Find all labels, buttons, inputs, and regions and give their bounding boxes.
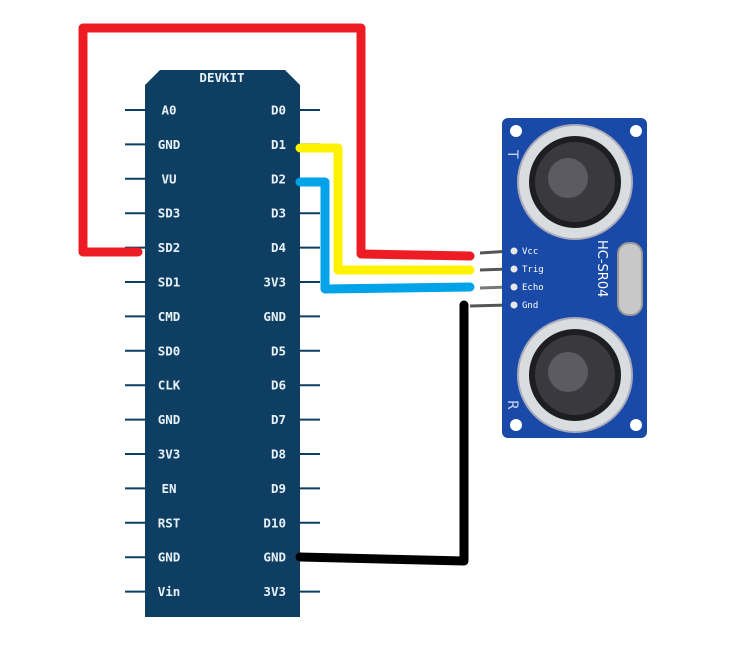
mounting-hole [630, 125, 642, 137]
right-pin-label: D4 [271, 240, 286, 255]
right-pin-label: D8 [271, 447, 286, 462]
echo-wire [295, 177, 475, 294]
sensor-pin-label: Echo [522, 283, 544, 293]
right-pin-label: D3 [271, 206, 286, 221]
sensor-name: HC-SR04 [594, 240, 609, 297]
right-pin-label: D7 [271, 412, 286, 427]
left-pin-label: GND [158, 137, 181, 152]
mounting-hole [630, 419, 642, 431]
left-pin-label: Vin [158, 584, 181, 599]
wires [78, 23, 475, 566]
sensor-pin-pad [510, 247, 518, 255]
sensor-pin-pad [510, 301, 518, 309]
left-pin-label: SD0 [158, 343, 181, 358]
right-pin-label: GND [263, 309, 286, 324]
left-pin-label: VU [161, 171, 176, 186]
left-pin-label: SD3 [158, 206, 181, 221]
sensor-pin-pad [510, 265, 518, 273]
right-pin-label: D5 [271, 343, 286, 358]
left-pin-label: GND [158, 412, 181, 427]
sensor-pin-pad [510, 283, 518, 291]
right-pin-label: D2 [271, 171, 286, 186]
receiver-label: R [504, 400, 520, 410]
right-pin-label: GND [263, 550, 286, 565]
left-pin-label: EN [161, 481, 176, 496]
right-pin-label: 3V3 [263, 584, 286, 599]
left-pin-label: GND [158, 550, 181, 565]
trig-wire [295, 143, 475, 275]
left-pin-label: CLK [158, 378, 181, 393]
devkit-board: DEVKIT A0GNDVUSD3SD2SD1CMDSD0CLKGND3V3EN… [125, 70, 320, 617]
left-pin-label: 3V3 [158, 447, 181, 462]
left-pin-label: SD1 [158, 275, 181, 290]
mounting-hole [510, 419, 522, 431]
right-pin-label: D9 [271, 481, 286, 496]
right-pin-label: D0 [271, 103, 286, 118]
mounting-hole [510, 125, 522, 137]
right-pin-label: D10 [263, 515, 286, 530]
sensor-pin-label: Vcc [522, 247, 538, 257]
receiver-transducer [517, 317, 633, 433]
crystal-oscillator [617, 242, 643, 316]
left-pin-label: RST [158, 515, 181, 530]
left-pin-label: SD2 [158, 240, 181, 255]
left-pin-label: A0 [161, 103, 176, 118]
right-pin-label: D1 [271, 137, 286, 152]
board-body [145, 70, 300, 617]
vcc-wire [78, 23, 475, 261]
right-pin-label: 3V3 [263, 275, 286, 290]
board-title: DEVKIT [199, 70, 244, 85]
transmitter-transducer [517, 124, 633, 240]
sensor-pin-label: Trig [522, 265, 544, 275]
transmitter-label: T [504, 149, 520, 159]
left-pin-label: CMD [158, 309, 181, 324]
gnd-wire [295, 300, 469, 566]
right-pin-label: D6 [271, 378, 286, 393]
sensor-pin-label: Gnd [522, 301, 538, 311]
